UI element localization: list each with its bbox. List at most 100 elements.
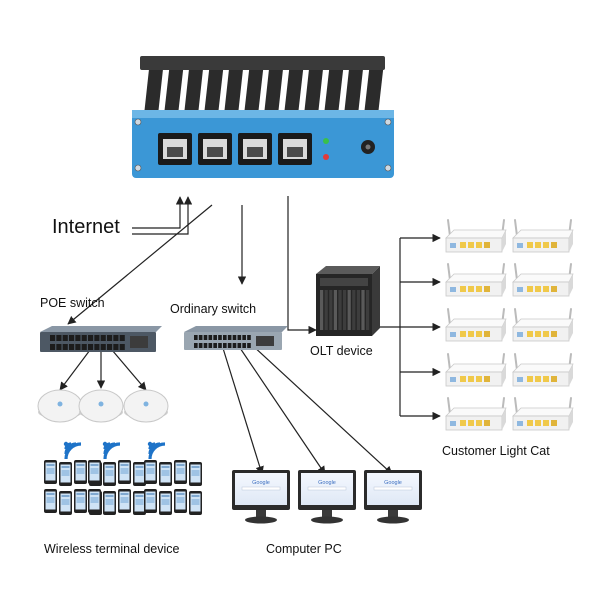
switch-port — [50, 335, 56, 341]
power-jack-pin — [365, 144, 371, 150]
screen-brand-text: Google — [384, 480, 402, 486]
modem-port — [527, 420, 533, 426]
uplink-ports — [256, 336, 274, 346]
modem-port — [543, 286, 549, 292]
switch-port — [218, 343, 222, 348]
switch-port — [107, 335, 113, 341]
ordinary-switch-label: Ordinary switch — [170, 302, 257, 316]
switch-port — [218, 335, 222, 340]
olt-card-slot — [352, 290, 356, 330]
smartphone-icon — [74, 460, 87, 484]
smartphone-icon — [44, 489, 57, 513]
connector-line — [111, 349, 147, 391]
monitor-neck — [256, 510, 266, 518]
modem-antenna — [447, 397, 451, 415]
heatsink-fin — [164, 62, 184, 115]
olt-device-label: OLT device — [310, 344, 373, 358]
phone-screen-bar — [146, 464, 155, 466]
switch-port — [119, 335, 125, 341]
screw — [384, 118, 392, 126]
screen-brand-text: Google — [318, 480, 336, 486]
switch-port — [69, 344, 75, 350]
screen-search-bar — [241, 486, 281, 491]
switch-port — [100, 335, 106, 341]
smartphone-icon — [159, 491, 172, 515]
heatsink-fin — [324, 62, 344, 115]
phone-screen-bar — [135, 495, 144, 497]
switch-port — [75, 344, 81, 350]
modem-port — [476, 376, 482, 382]
switch-port — [247, 343, 251, 348]
optical-modem-icon — [512, 263, 574, 297]
smartphone-icon — [174, 460, 187, 484]
olt-card-slot — [324, 290, 328, 330]
modem-antenna — [447, 308, 451, 326]
modem-port — [468, 376, 474, 382]
olt-card-slot — [361, 290, 365, 330]
modem-top — [445, 318, 507, 328]
modem-port — [551, 376, 557, 382]
phone-screen-bar — [120, 464, 129, 466]
phone-screen-bar — [105, 495, 114, 497]
modem-antenna — [447, 263, 451, 281]
optical-modem-icon — [445, 353, 507, 387]
port-jack — [287, 147, 303, 157]
olt-fan-tray — [320, 278, 368, 286]
switch-port — [203, 335, 208, 340]
modem-fiber-port — [450, 332, 456, 337]
poe-switch-icon — [40, 326, 162, 352]
router-body-highlight — [132, 110, 394, 118]
modem-fiber-port — [450, 243, 456, 248]
customer-light-cat-label: Customer Light Cat — [442, 444, 550, 458]
modem-antenna — [447, 353, 451, 371]
modem-port — [468, 331, 474, 337]
screen-search-bar — [373, 486, 413, 491]
phone-screen-tile — [135, 499, 144, 505]
smartphone-icon — [189, 462, 202, 486]
modem-side — [569, 274, 573, 296]
modem-side — [502, 408, 506, 430]
phone-screen-tile — [46, 468, 55, 474]
phone-screen-tile — [90, 497, 99, 503]
phone-screen-tile — [161, 499, 170, 505]
port-jack — [207, 147, 223, 157]
modem-fiber-port — [517, 287, 523, 292]
olt-card-slot — [320, 290, 324, 330]
wifi-signal-icon — [102, 441, 121, 460]
modem-side — [502, 274, 506, 296]
uplink-ports — [130, 336, 148, 348]
olt-card-slot — [329, 290, 333, 330]
modem-port — [468, 420, 474, 426]
modem-port — [460, 331, 466, 337]
modem-side — [569, 408, 573, 430]
heatsink-fin — [304, 60, 324, 115]
modem-side — [502, 319, 506, 341]
modem-top — [445, 273, 507, 283]
heatsink-fin — [364, 62, 384, 115]
optical-modem-icon — [445, 397, 507, 431]
switch-port — [232, 343, 237, 348]
olt-card-slot — [343, 290, 347, 330]
modem-port — [460, 242, 466, 248]
smartphone-icon — [88, 460, 101, 484]
wifi-arc — [64, 442, 82, 460]
heatsink-top — [140, 56, 385, 70]
modem-top — [512, 363, 574, 373]
connector-line — [221, 344, 264, 475]
modem-fiber-port — [450, 377, 456, 382]
modem-top — [445, 229, 507, 239]
optical-modem-icon — [445, 219, 507, 253]
smartphone-icon — [74, 489, 87, 513]
switch-port — [94, 335, 100, 341]
connector-line — [287, 196, 317, 335]
phone-screen-tile — [146, 497, 155, 503]
screw — [134, 118, 142, 126]
heatsink-fin — [284, 62, 304, 115]
modem-side — [569, 230, 573, 252]
optical-modem-icon — [512, 397, 574, 431]
modem-port — [527, 242, 533, 248]
modem-top — [512, 229, 574, 239]
switch-port — [119, 344, 125, 350]
phone-screen-tile — [120, 468, 129, 474]
olt-side — [372, 266, 380, 336]
